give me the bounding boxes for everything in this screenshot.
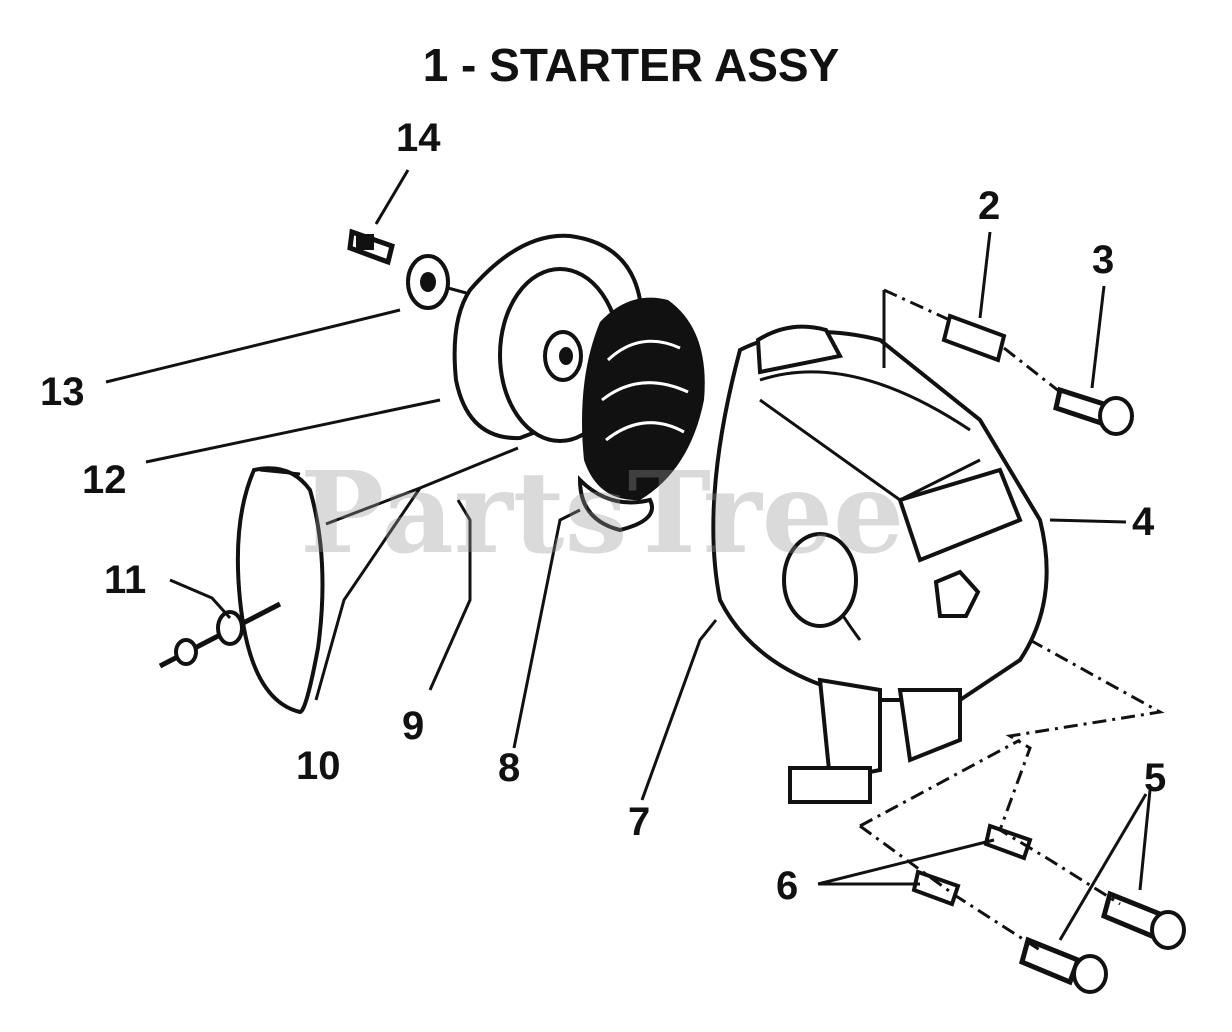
watermark: PartsTree — [300, 448, 905, 579]
callout-9: 9 — [402, 704, 425, 748]
callout-6: 6 — [776, 864, 799, 908]
part-13-washer — [406, 254, 450, 310]
callout-14: 14 — [396, 116, 441, 160]
part-4-housing — [711, 324, 1049, 804]
part-6-washers — [911, 823, 1033, 907]
callout-10: 10 — [296, 744, 341, 788]
part-5-bolts — [1019, 890, 1186, 994]
diagram-title: 1 - STARTER ASSY — [422, 39, 840, 91]
part-14-screw — [347, 228, 395, 266]
callout-8: 8 — [498, 746, 521, 790]
part-9-rope — [325, 446, 519, 526]
part-8-spring — [577, 297, 705, 533]
part-3-bolt — [1053, 386, 1134, 436]
callout-13: 13 — [40, 370, 85, 414]
callout-5: 5 — [1144, 756, 1167, 800]
callout-11: 11 — [104, 558, 147, 602]
leader-lines — [105, 169, 1152, 941]
callout-2: 2 — [978, 184, 1001, 228]
part-2-spacer — [941, 313, 1007, 363]
part-11-grip-insert — [158, 601, 282, 669]
callout-4: 4 — [1132, 500, 1155, 544]
part-10-handle — [235, 466, 325, 715]
callout-3: 3 — [1092, 238, 1115, 282]
callout-7: 7 — [628, 800, 651, 844]
callout-12: 12 — [82, 458, 127, 502]
